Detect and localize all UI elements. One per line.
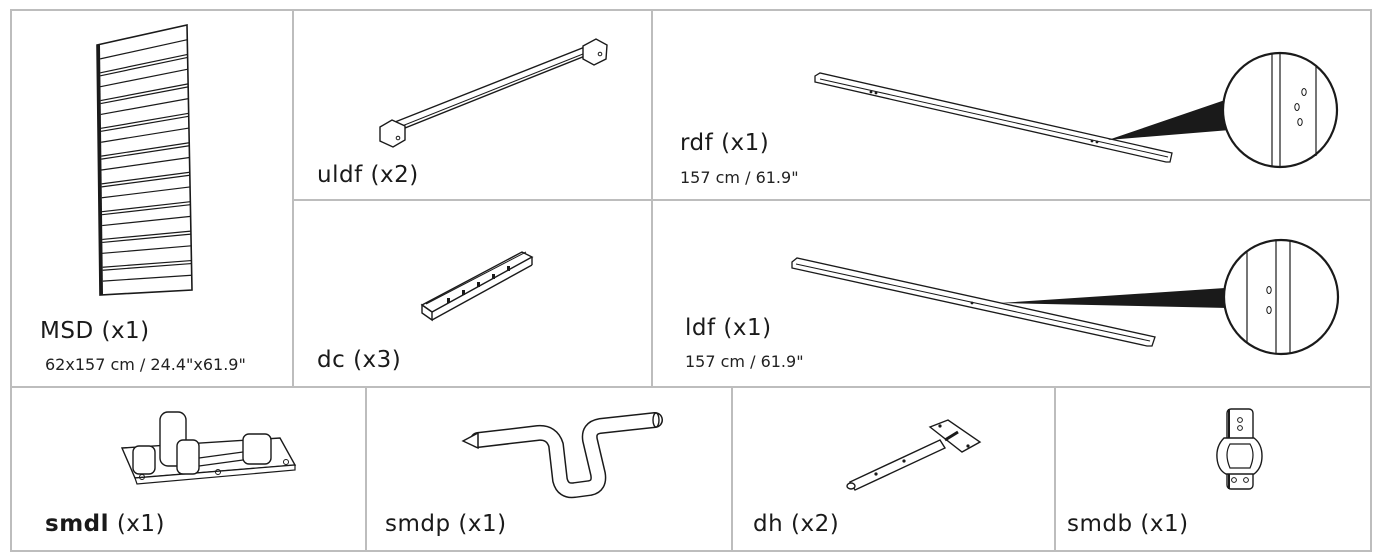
part-name: ldf xyxy=(685,315,716,341)
panel-slat xyxy=(103,275,192,281)
grid-divider xyxy=(10,386,1372,388)
panel-slat xyxy=(103,264,192,271)
part-name: dh xyxy=(753,511,784,537)
panel-slat xyxy=(103,261,192,268)
panel-slat xyxy=(102,187,190,198)
panel-slat xyxy=(101,143,189,156)
grid-divider xyxy=(292,9,294,388)
upper-lower-door-frame-icon xyxy=(0,0,700,200)
panel-slat xyxy=(102,172,190,184)
panel-slat xyxy=(102,175,190,187)
door-connector-icon xyxy=(0,0,700,400)
part-qty: (x1) xyxy=(101,318,150,344)
panel-slat xyxy=(101,128,189,142)
part-name: smdl xyxy=(45,511,110,537)
panel-slat xyxy=(101,116,189,131)
part-name: rdf xyxy=(680,130,714,156)
door-latch-icon xyxy=(0,0,370,557)
panel-slat xyxy=(101,99,189,115)
parts-grid-frame xyxy=(10,9,1372,552)
part-name: smdb xyxy=(1067,511,1133,537)
part-name: uldf xyxy=(317,162,363,188)
left-door-frame-icon xyxy=(0,0,1380,400)
panel-slat xyxy=(101,146,189,159)
part-size: 62x157 cm / 24.4"x61.9" xyxy=(45,355,246,374)
grid-divider xyxy=(651,9,653,388)
panel-slat xyxy=(101,87,188,104)
panel-slat xyxy=(100,54,187,72)
part-name: MSD xyxy=(40,318,94,344)
slatted-door-panel-icon xyxy=(0,0,300,300)
part-qty: (x1) xyxy=(109,511,166,537)
panel-slat xyxy=(102,231,191,239)
grid-divider xyxy=(365,386,367,552)
door-hinge-icon xyxy=(0,0,1060,557)
part-qty: (x2) xyxy=(791,511,840,537)
door-pin-icon xyxy=(0,0,740,557)
panel-slat xyxy=(101,113,189,128)
panel-slat xyxy=(102,216,190,225)
panel-slat xyxy=(101,84,188,101)
panel-slat xyxy=(100,40,187,59)
grid-divider xyxy=(731,386,733,552)
part-qty: (x1) xyxy=(1140,511,1189,537)
part-size: 157 cm / 61.9" xyxy=(680,168,799,187)
grid-divider xyxy=(1054,386,1056,552)
panel-slat xyxy=(103,246,192,254)
part-qty: (x2) xyxy=(370,162,419,188)
part-qty: (x3) xyxy=(353,347,402,373)
panel-slat xyxy=(100,57,187,75)
panel-slat xyxy=(102,205,190,215)
panel-slat xyxy=(102,158,190,171)
part-qty: (x1) xyxy=(721,130,770,156)
grid-divider xyxy=(292,199,1372,201)
panel-slat xyxy=(101,69,188,87)
part-qty: (x1) xyxy=(723,315,772,341)
part-size: 157 cm / 61.9" xyxy=(685,352,804,371)
right-door-frame-icon xyxy=(0,0,1380,200)
panel-slat xyxy=(102,202,190,212)
part-qty: (x1) xyxy=(458,511,507,537)
panel-slat xyxy=(102,234,191,242)
part-name: dc xyxy=(317,347,346,373)
part-name: smdp xyxy=(385,511,451,537)
